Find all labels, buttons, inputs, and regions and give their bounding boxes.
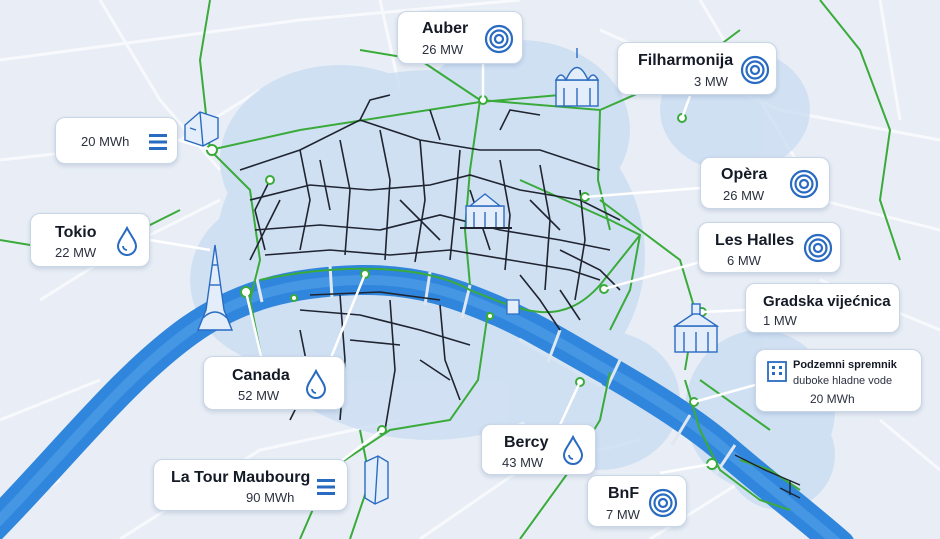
concentric-circles-icon <box>789 169 819 199</box>
station-card-canada[interactable]: Canada 52 MW <box>203 356 345 410</box>
rail-tracks <box>734 454 801 499</box>
cooling-network-grid <box>239 94 621 431</box>
storage-card-podzemni[interactable]: Podzemni spremnik duboke hladne vode 20 … <box>755 349 922 412</box>
station-card-bercy[interactable]: Bercy 43 MW <box>481 424 596 475</box>
station-name: Filharmonija <box>638 52 734 69</box>
river-seine <box>0 264 854 539</box>
storage-card-west[interactable]: 20 MWh <box>55 117 178 164</box>
station-value: 3 MW <box>694 74 728 89</box>
station-card-filharmonija[interactable]: Filharmonija 3 MW <box>617 42 777 95</box>
storage-card-la-tour[interactable]: La Tour Maubourg 90 MWh <box>153 459 348 511</box>
green-transmission-lines <box>0 0 901 539</box>
concentric-circles-icon <box>740 55 770 85</box>
louvre-pavilion-icon <box>460 193 512 229</box>
warehouse-building-icon <box>184 111 219 147</box>
storage-value: 20 MWh <box>810 392 855 406</box>
storage-line2: duboke hladne vode <box>793 375 893 387</box>
station-value: 1 MW <box>763 313 797 328</box>
station-card-tokio[interactable]: Tokio 22 MW <box>30 213 150 267</box>
station-name: Tokio <box>55 224 97 241</box>
station-value: 52 MW <box>238 388 280 403</box>
hotel-de-ville-icon <box>672 303 720 353</box>
station-card-les-halles[interactable]: Les Halles 6 MW <box>698 222 841 273</box>
water-drop-icon <box>562 435 584 465</box>
card-connectors <box>149 64 756 475</box>
station-name: Gradska vijećnica <box>763 293 891 310</box>
storage-bars-icon <box>149 134 167 150</box>
station-value: 22 MW <box>55 245 97 260</box>
station-value: 26 MW <box>422 42 464 57</box>
station-value: 6 MW <box>727 253 761 268</box>
station-value: 43 MW <box>502 455 544 470</box>
small-building-icon <box>506 299 520 315</box>
station-name: Les Halles <box>715 232 795 249</box>
storage-bars-icon <box>317 479 335 495</box>
eiffel-tower-icon <box>196 244 234 331</box>
storage-value: 90 MWh <box>246 490 295 505</box>
concentric-circles-icon <box>648 488 678 518</box>
water-drop-icon <box>305 369 327 399</box>
station-value: 7 MW <box>606 507 640 522</box>
station-name: Canada <box>232 367 290 384</box>
station-card-opera[interactable]: Opèra 26 MW <box>700 157 830 209</box>
sacre-coeur-icon <box>554 48 600 107</box>
station-value: 26 MW <box>723 188 765 203</box>
concentric-circles-icon <box>803 233 833 263</box>
station-card-bnf[interactable]: BnF 7 MW <box>587 475 687 527</box>
station-name: Bercy <box>504 434 549 451</box>
station-name: Opèra <box>721 166 768 183</box>
storage-line1: Podzemni spremnik <box>793 359 897 371</box>
storage-name: La Tour Maubourg <box>171 469 311 486</box>
station-card-gradska[interactable]: Gradska vijećnica 1 MW <box>745 283 900 333</box>
tower-building-icon <box>364 455 389 505</box>
station-name: Auber <box>422 20 469 37</box>
concentric-circles-icon <box>484 24 514 54</box>
station-card-auber[interactable]: Auber 26 MW <box>397 11 523 64</box>
station-name: BnF <box>608 485 640 502</box>
building-icon <box>767 361 787 382</box>
water-drop-icon <box>116 226 138 256</box>
storage-value: 20 MWh <box>81 134 130 149</box>
